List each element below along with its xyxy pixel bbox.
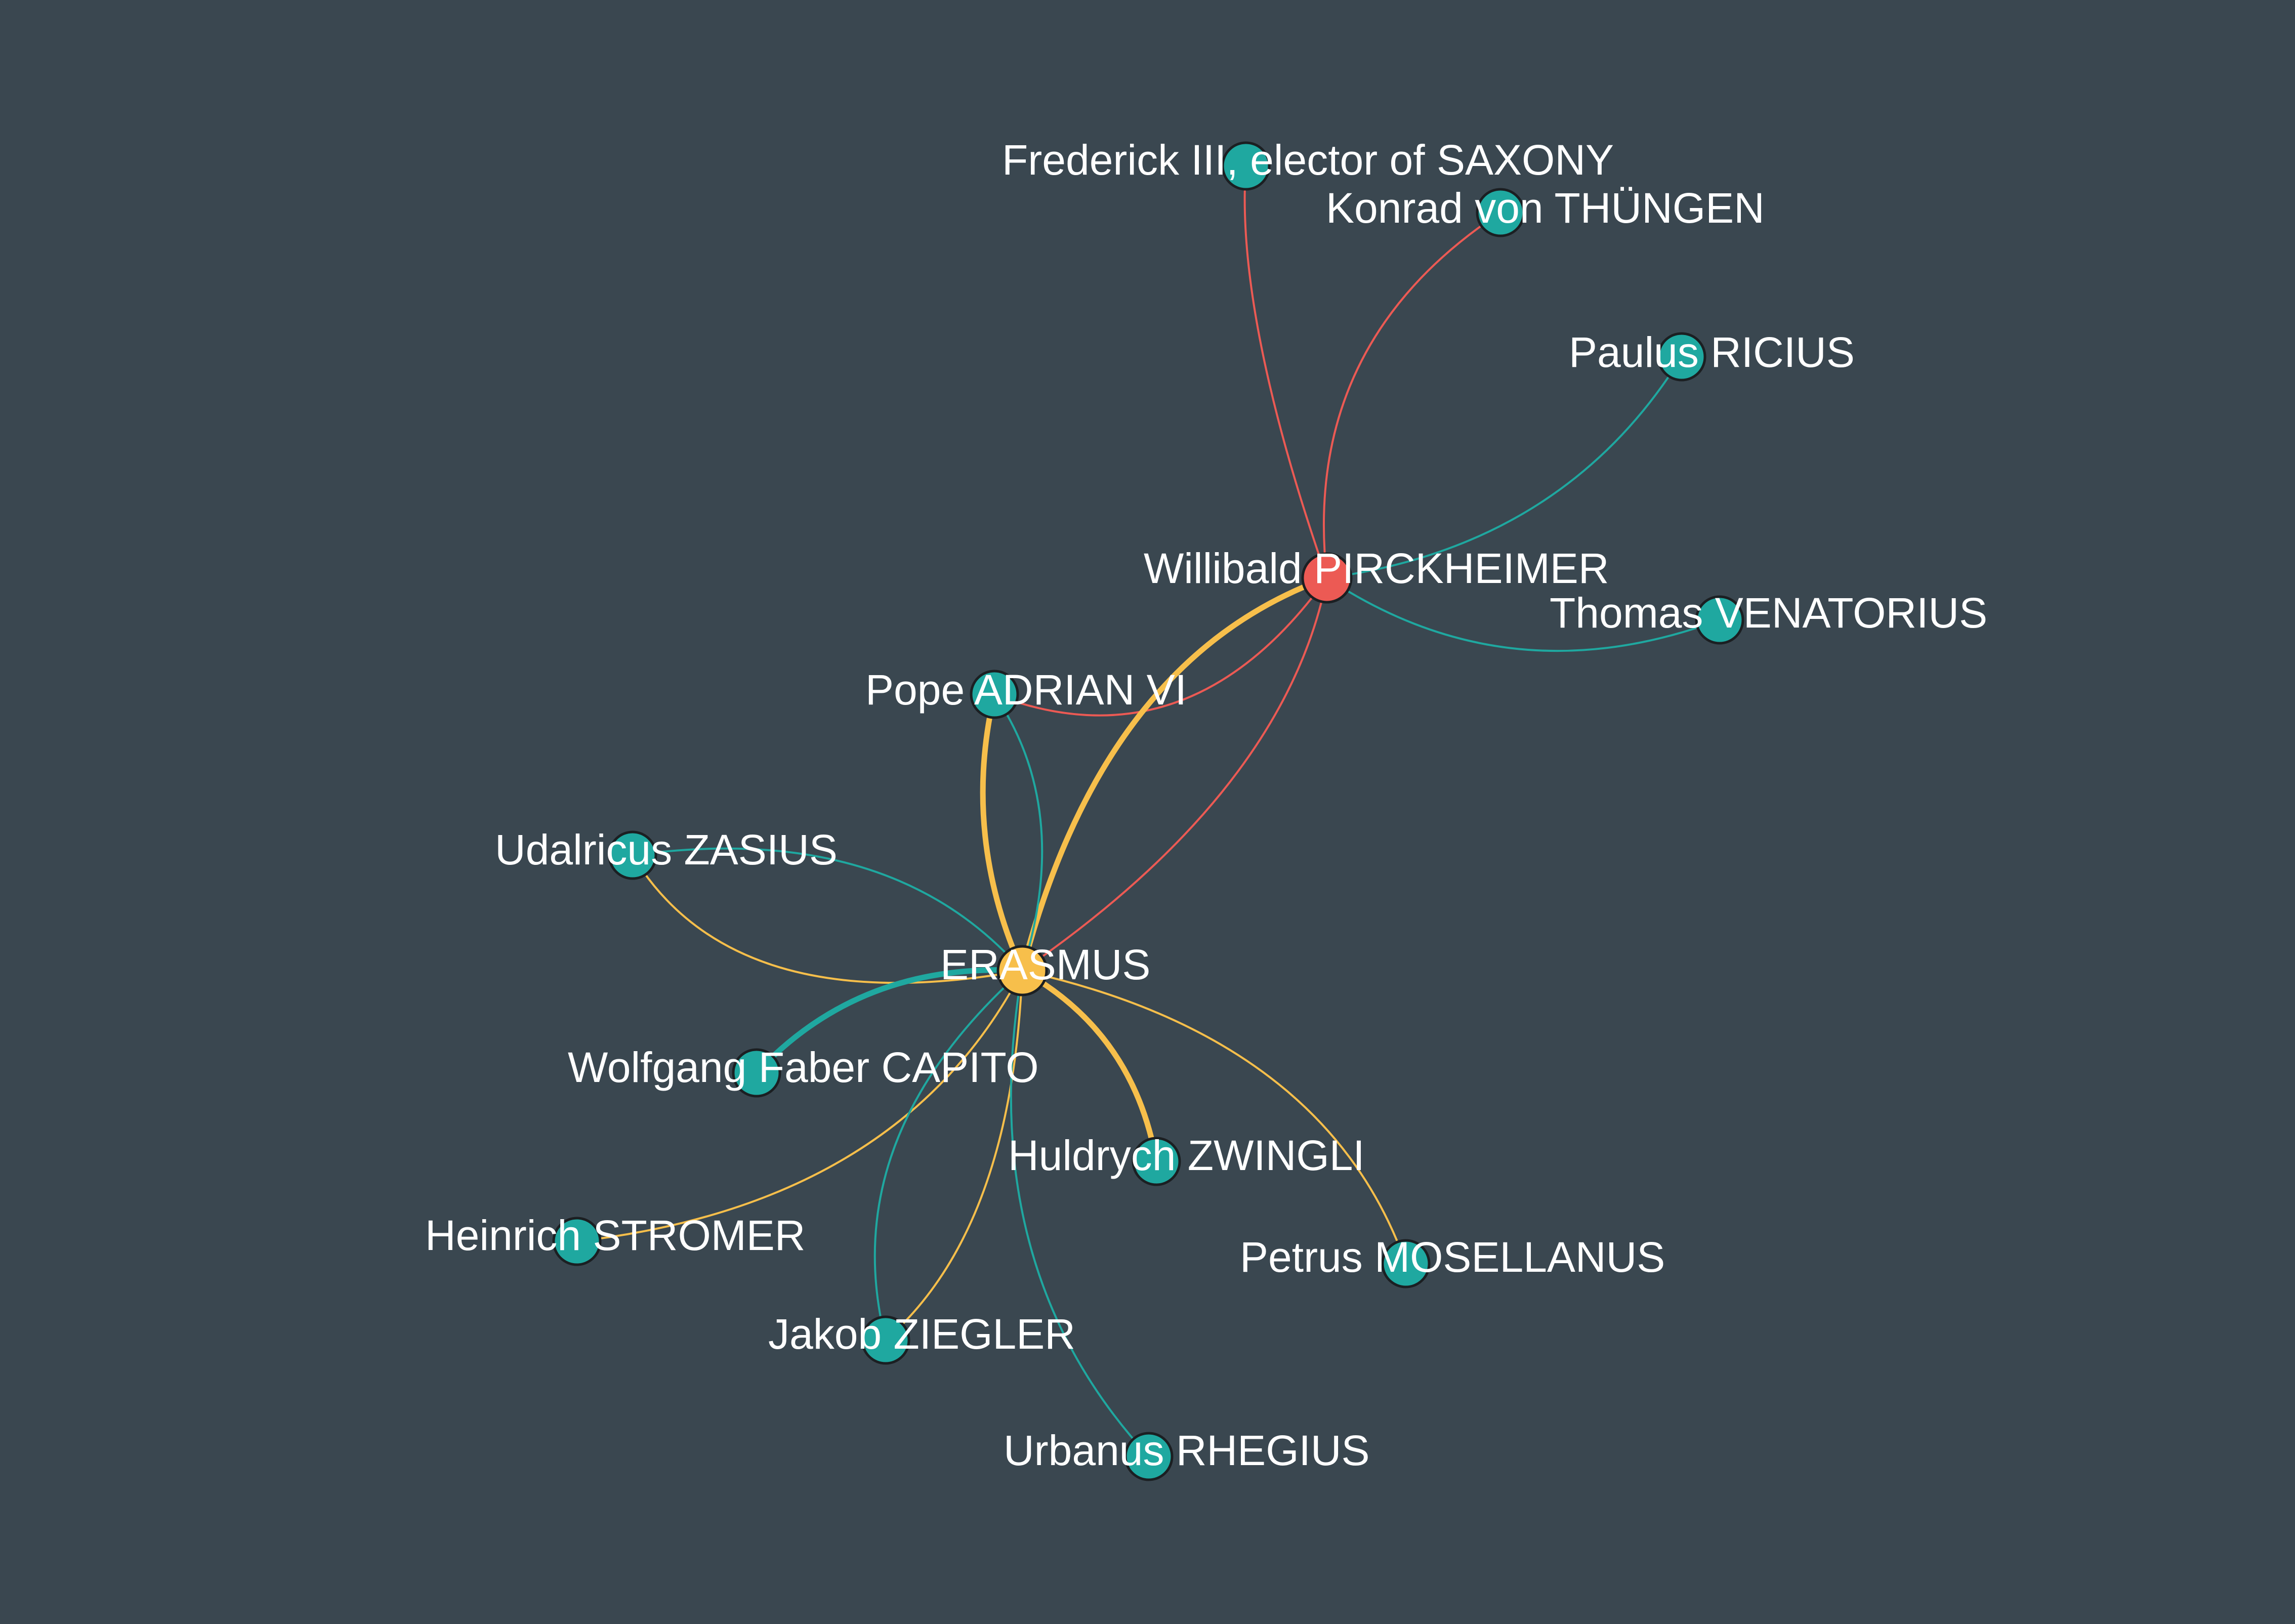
edge-pirckheimer-frederick (1243, 165, 1328, 579)
edge-pirckheimer-venatorius (1326, 577, 1721, 652)
node-capito (732, 1048, 781, 1098)
node-label-capito: Wolfgang Faber CAPITO (568, 1044, 1039, 1091)
node-label-erasmus: ERASMUS (940, 941, 1150, 988)
node-zwingli (1132, 1137, 1181, 1186)
edge-erasmus-mosellanus (1021, 970, 1407, 1265)
edge-erasmus-ziegler (885, 970, 1023, 1341)
edge-ziegler-erasmus (873, 970, 1023, 1341)
node-zasius (608, 830, 657, 880)
node-label-venatorius: Thomas VENATORIUS (1550, 589, 1987, 637)
node-mosellanus (1381, 1239, 1431, 1288)
node-venatorius (1695, 595, 1744, 645)
node-ziegler (861, 1315, 910, 1365)
node-label-thungen: Konrad von THÜNGEN (1326, 184, 1765, 232)
node-pirckheimer (1301, 552, 1353, 604)
node-adrian (970, 670, 1019, 719)
node-label-adrian: Pope ADRIAN VI (865, 666, 1187, 714)
node-rhegius (1124, 1432, 1174, 1481)
node-label-pirckheimer: Willibald PIRCKHEIMER (1144, 545, 1609, 592)
node-thungen (1476, 188, 1525, 237)
edge-rhegius-erasmus (1010, 970, 1150, 1458)
node-label-zasius: Udalricus ZASIUS (495, 826, 838, 873)
node-frederick (1221, 141, 1271, 191)
edges-layer (576, 165, 1721, 1458)
edge-erasmus-stromer (576, 970, 1023, 1242)
edge-erasmus-zasius (632, 854, 1023, 984)
edge-pirckheimer-erasmus (1021, 577, 1328, 972)
edge-erasmus-adrian (980, 691, 1025, 974)
node-label-ricius: Paulus RICIUS (1569, 328, 1855, 376)
labels-layer: ERASMUS Willibald PIRCKHEIMER Frederick II… (425, 136, 1987, 1474)
node-erasmus (996, 945, 1048, 996)
node-label-rhegius: Urbanus RHEGIUS (1004, 1427, 1370, 1474)
edge-capito-erasmus (754, 967, 1025, 1076)
node-label-mosellanus: Petrus MOSELLANUS (1240, 1233, 1665, 1281)
edge-pirckheimer-thungen (1323, 212, 1501, 579)
node-label-ziegler: Jakob ZIEGLER (768, 1310, 1075, 1358)
node-label-zwingli: Huldrych ZWINGLI (1008, 1132, 1365, 1179)
nodes-layer (552, 141, 1744, 1481)
node-ricius (1657, 332, 1706, 382)
node-label-stromer: Heinrich STROMER (425, 1212, 805, 1259)
edge-pirckheimer-adrian (993, 577, 1328, 717)
edge-erasmus-pirckheimer (1019, 575, 1330, 974)
edge-adrian-erasmus (993, 693, 1044, 972)
edge-zasius-erasmus (632, 847, 1023, 972)
edge-erasmus-zwingli (1019, 968, 1159, 1164)
edge-pirckheimer-ricius (1326, 356, 1683, 579)
node-stromer (552, 1217, 602, 1266)
node-label-frederick: Frederick III, elector of SAXONY (1002, 136, 1614, 184)
